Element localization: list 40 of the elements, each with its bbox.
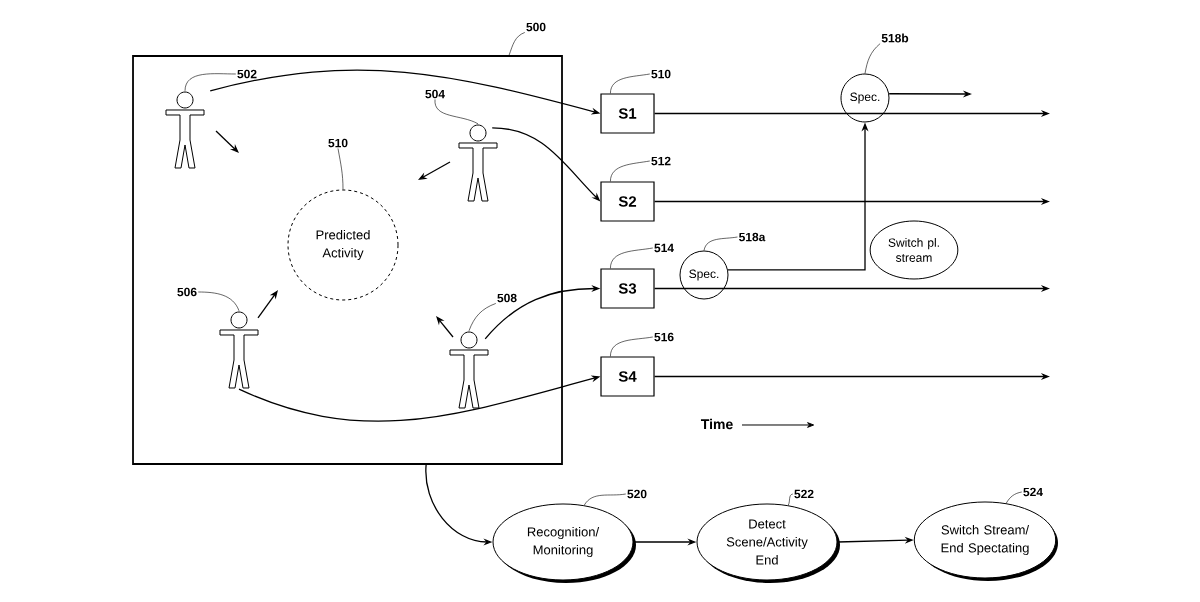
person-figure xyxy=(449,331,489,409)
reference-numeral: 502 xyxy=(237,69,257,79)
reference-numeral: 520 xyxy=(627,489,647,499)
person-figure xyxy=(219,311,259,389)
leader-line xyxy=(610,247,654,269)
time-label: Time xyxy=(700,418,733,430)
person-figure xyxy=(165,91,205,169)
leader-line xyxy=(1005,491,1023,504)
person-figure xyxy=(458,124,498,202)
reference-numeral: 508 xyxy=(497,293,517,303)
leader-line xyxy=(583,493,627,506)
leader-line xyxy=(197,291,240,312)
leader-line xyxy=(610,336,654,357)
leader-line xyxy=(434,99,479,125)
reference-numeral: 514 xyxy=(654,243,674,253)
frame-box xyxy=(132,55,563,465)
stream-box: S1 xyxy=(600,93,655,134)
reference-numeral: 512 xyxy=(651,156,671,166)
reference-numeral: 506 xyxy=(177,287,197,297)
leader-line xyxy=(337,148,344,190)
reference-numeral: 510 xyxy=(651,69,671,79)
reference-numeral: 504 xyxy=(425,89,445,99)
leader-line xyxy=(787,493,794,506)
leader-line xyxy=(610,73,651,94)
leader-line xyxy=(703,236,738,251)
reference-numeral: 510 xyxy=(328,138,348,148)
leader-line xyxy=(508,32,526,56)
reference-numeral: 522 xyxy=(794,489,814,499)
leader-line xyxy=(468,303,497,332)
reference-numeral: 500 xyxy=(526,22,546,32)
reference-numeral: 518a xyxy=(739,232,766,242)
reference-numeral: 518b xyxy=(881,33,909,43)
reference-numeral: 516 xyxy=(654,332,674,342)
leader-line xyxy=(610,160,651,182)
stream-box: S4 xyxy=(600,356,655,397)
leader-line xyxy=(864,43,881,74)
stream-box: S3 xyxy=(600,268,655,309)
leader-line xyxy=(184,73,237,92)
stream-box: S2 xyxy=(600,181,655,222)
reference-numeral: 524 xyxy=(1023,487,1043,497)
